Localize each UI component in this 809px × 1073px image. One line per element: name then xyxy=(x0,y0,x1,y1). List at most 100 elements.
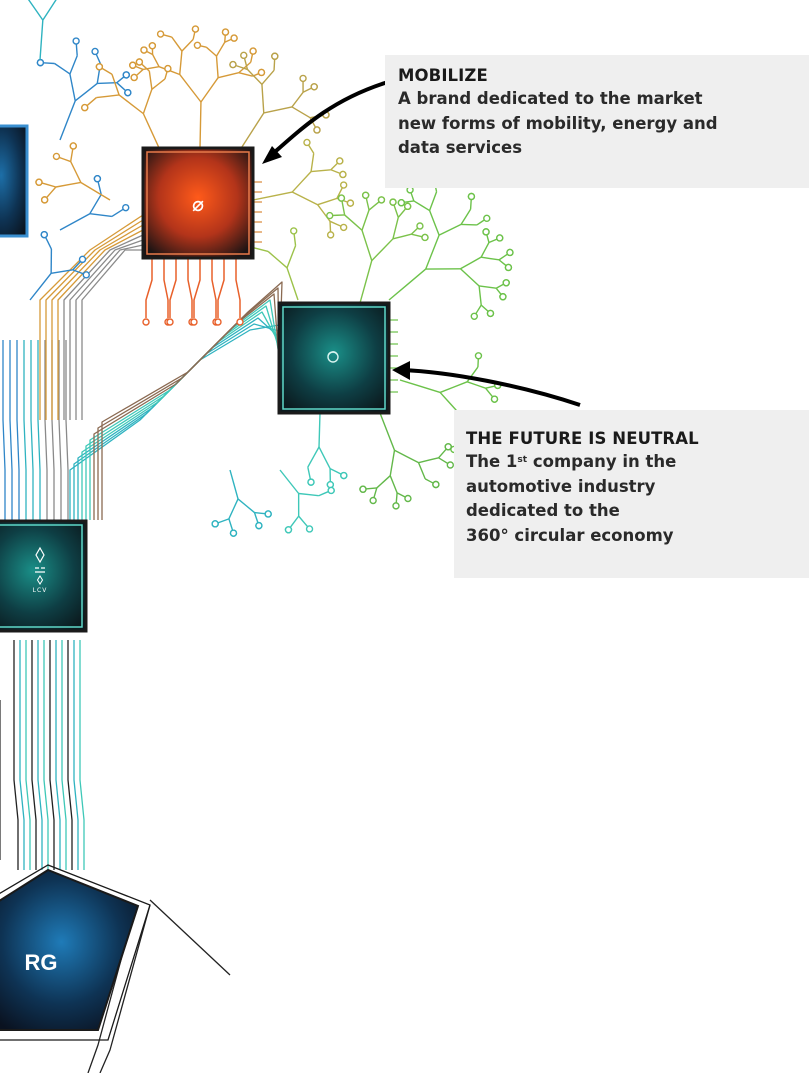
trace xyxy=(9,340,13,520)
callout-mobilize-line: data services xyxy=(398,138,523,157)
trace-node xyxy=(40,230,48,239)
trace xyxy=(51,224,144,420)
trace xyxy=(149,899,231,976)
trace xyxy=(286,267,299,301)
renault-logo-icon xyxy=(35,546,45,564)
trace xyxy=(318,446,331,469)
lcv-label: LCV xyxy=(33,587,48,594)
trace xyxy=(37,340,41,520)
trace xyxy=(148,71,153,90)
trace-node xyxy=(432,480,440,489)
trace xyxy=(27,0,44,21)
trace-node xyxy=(193,41,202,49)
trace-node xyxy=(264,510,272,518)
trace xyxy=(317,197,338,206)
trace-node xyxy=(340,471,348,480)
trace xyxy=(267,250,288,269)
trace xyxy=(376,475,391,489)
trace xyxy=(418,457,439,464)
trace-node xyxy=(72,37,80,45)
callout-neutral-line: dedicated to the xyxy=(466,501,620,520)
trace xyxy=(142,113,161,151)
trace xyxy=(211,258,217,318)
trace-node xyxy=(82,271,90,279)
trace-node xyxy=(305,525,314,533)
trace xyxy=(460,208,472,225)
trace xyxy=(291,171,312,193)
trace xyxy=(111,74,120,96)
trace xyxy=(318,412,321,448)
callout-mobilize-title: MOBILIZE xyxy=(398,66,488,85)
trace-node xyxy=(482,228,490,236)
trace xyxy=(99,904,151,1073)
trace xyxy=(54,62,71,75)
trace-node xyxy=(339,223,348,232)
trace-node xyxy=(467,192,476,201)
chip-mobilize[interactable]: ⌀ xyxy=(141,146,255,260)
trace-node xyxy=(369,496,377,505)
trace xyxy=(311,169,331,173)
group-label: RG xyxy=(25,950,58,975)
trace-node xyxy=(339,181,348,189)
trace xyxy=(389,450,396,476)
trace xyxy=(217,258,225,318)
chip-blue-partial xyxy=(0,124,29,238)
trace-node xyxy=(93,175,102,183)
trace xyxy=(217,72,239,79)
trace xyxy=(428,191,438,211)
trace xyxy=(39,20,44,61)
trace-node xyxy=(36,58,45,67)
callout-neutral-text: The 1st company in the automotive indust… xyxy=(466,450,797,548)
trace xyxy=(298,492,319,497)
trace-node xyxy=(337,194,346,202)
trace xyxy=(163,258,169,318)
trace xyxy=(89,194,102,215)
trace xyxy=(39,214,144,420)
trace xyxy=(29,272,52,301)
trace-node xyxy=(326,231,335,239)
trace-node xyxy=(403,202,412,211)
chip-renault-group[interactable]: RG xyxy=(0,864,151,1041)
trace-node xyxy=(122,71,130,79)
trace-node xyxy=(236,318,244,326)
trace xyxy=(238,61,252,74)
trace xyxy=(89,299,280,520)
trace-node xyxy=(359,485,367,493)
trace-node xyxy=(81,103,89,112)
trace-node xyxy=(313,126,321,134)
trace xyxy=(392,217,399,239)
chip-renault-lcv[interactable]: LCV xyxy=(0,519,88,633)
trace-node xyxy=(483,214,491,223)
trace xyxy=(466,381,486,389)
chip-the-future-is-neutral[interactable] xyxy=(277,301,391,415)
trace xyxy=(479,285,497,289)
trace xyxy=(478,285,482,306)
callout-the-future-is-neutral: THE FUTURE IS NEUTRAL The 1st company in… xyxy=(454,410,809,578)
trace xyxy=(81,249,143,420)
trace-node xyxy=(377,196,386,204)
trace xyxy=(58,340,62,520)
trace xyxy=(238,72,253,77)
trace-node xyxy=(310,83,318,91)
trace xyxy=(30,340,34,520)
neutral-logo-icon xyxy=(327,351,339,363)
trace xyxy=(246,68,263,85)
trace xyxy=(89,213,113,218)
trace-node xyxy=(327,486,335,495)
trace-node xyxy=(91,47,99,56)
trace-node xyxy=(346,199,355,207)
trace-node xyxy=(40,196,49,204)
dacia-logo-icon xyxy=(35,567,45,573)
trace-node xyxy=(135,58,144,66)
trace-node xyxy=(303,138,311,147)
trace xyxy=(79,640,85,870)
trace xyxy=(261,84,265,114)
trace-node xyxy=(52,152,61,161)
trace xyxy=(73,640,79,870)
trace xyxy=(16,340,20,520)
trace xyxy=(179,51,183,75)
trace xyxy=(461,223,477,226)
trace xyxy=(425,234,440,270)
trace xyxy=(344,214,363,231)
trace xyxy=(307,446,320,468)
